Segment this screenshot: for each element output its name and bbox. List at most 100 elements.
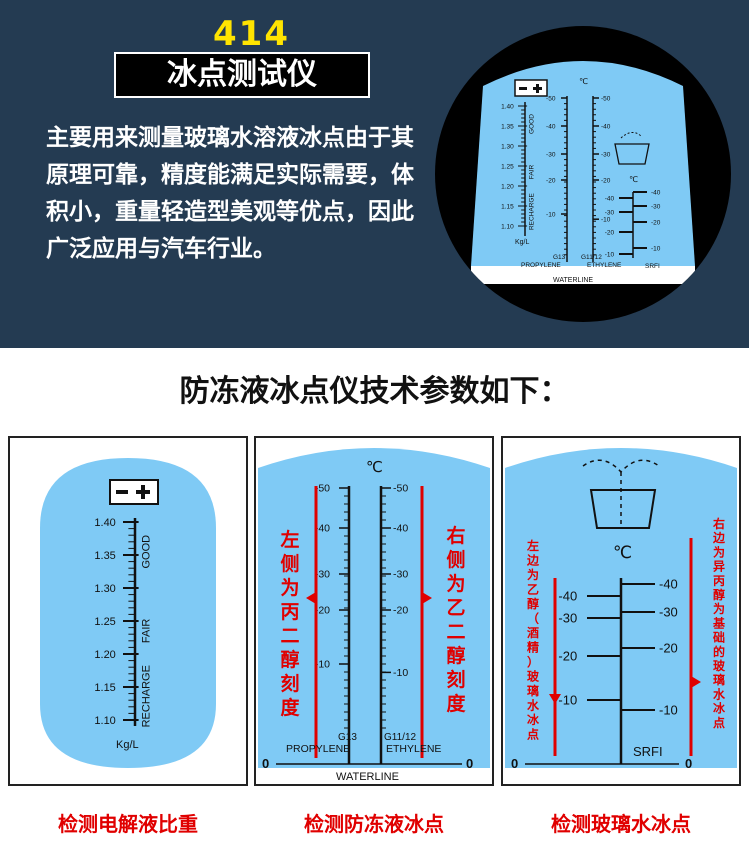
propylene-note: 刻 [280, 672, 299, 695]
ethylene-tick-label: -10 [393, 667, 408, 679]
propylene-note: 二 [280, 626, 299, 647]
ethanol-tick-label: -30 [605, 209, 615, 216]
ethylene-tick-label: -20 [601, 177, 611, 184]
propylene-tick-label: -20 [315, 605, 330, 617]
gravity-tick-label: 1.40 [94, 517, 115, 529]
propylene-tick-label: -30 [546, 151, 556, 158]
propylene-note: 醇 [280, 648, 299, 671]
ethanol-tick-label: -10 [558, 693, 577, 708]
ethylene-tick-label: -10 [601, 216, 611, 223]
ethanol-tick-label: -40 [605, 195, 615, 202]
model-number: 414 [213, 14, 290, 54]
propylene-note: 侧 [280, 553, 299, 575]
isopropanol-tick-label: -10 [651, 245, 661, 252]
gravity-zone-label: GOOD [528, 114, 535, 134]
gravity-tick-label: 1.40 [501, 103, 514, 110]
svg-text:0: 0 [466, 756, 473, 771]
svg-text:SRFI: SRFI [633, 744, 663, 759]
isopropanol-note: 右 [712, 516, 725, 531]
isopropanol-note: 为 [713, 601, 725, 616]
svg-text:℃: ℃ [629, 175, 638, 184]
propylene-tick-label: -10 [315, 659, 330, 671]
isopropanol-note: 冰 [713, 701, 726, 716]
ethylene-note: 为 [446, 572, 465, 595]
gravity-zone-label: FAIR [528, 164, 535, 179]
gravity-tick-label: 1.15 [501, 203, 514, 210]
gravity-tick-label: 1.25 [501, 163, 514, 170]
ethylene-note: 刻 [446, 668, 465, 691]
isopropanol-note: 水 [713, 686, 726, 701]
caption-antifreeze: 检测防冻液冰点 [304, 812, 444, 836]
svg-text:G11/12: G11/12 [384, 732, 416, 743]
ethanol-tick-label: -40 [558, 589, 577, 604]
ethanol-tick-label: -20 [605, 229, 615, 236]
svg-text:G11/12: G11/12 [581, 254, 602, 261]
ethanol-note: 点 [527, 727, 539, 742]
gravity-tick-label: 1.10 [94, 715, 115, 727]
isopropanol-tick-label: -30 [651, 203, 661, 210]
gravity-zone-label: RECHARGE [528, 193, 535, 231]
product-description: 主要用来测量玻璃水溶液冰点由于其原理可靠，精度能满足实际需要，体积小，重量轻造型… [46, 125, 414, 262]
ethanol-note: ） [527, 654, 539, 669]
isopropanol-tick-label: -40 [651, 189, 661, 196]
svg-text:℃: ℃ [579, 77, 588, 86]
isopropanol-note: 丙 [713, 574, 725, 588]
gravity-tick-label: 1.35 [94, 550, 115, 562]
gravity-tick-label: 1.30 [94, 583, 115, 595]
caption-washer: 检测玻璃水冰点 [551, 812, 691, 836]
antifreeze-panel: ℃ -50-40-30-20-10-50-40-30-20-10 左侧为丙二醇刻… [254, 436, 494, 786]
gravity-tick-label: 1.20 [94, 649, 115, 661]
svg-text:WATERLINE: WATERLINE [553, 277, 593, 284]
gravity-unit: Kg/L [116, 739, 139, 751]
ethanol-tick-label: -20 [558, 649, 577, 664]
isopropanol-tick-label: -10 [659, 703, 678, 718]
gravity-tick-label: 1.35 [501, 123, 514, 130]
propylene-note: 度 [280, 696, 300, 719]
ethanol-note: 玻 [527, 669, 540, 684]
waterline-label: WATERLINE [336, 771, 399, 783]
ethylene-tick-label: -50 [393, 483, 408, 495]
svg-text:0: 0 [262, 756, 269, 771]
ethylene-note: 右 [445, 524, 465, 547]
svg-text:G13: G13 [553, 254, 566, 261]
ethylene-tick-label: -40 [601, 123, 611, 130]
gravity-zone-label: RECHARGE [140, 665, 152, 727]
gravity-tick-label: 1.10 [501, 223, 514, 230]
propylene-tick-label: -40 [546, 123, 556, 130]
isopropanol-tick-label: -20 [659, 641, 678, 656]
gravity-tick-label: 1.20 [501, 183, 514, 190]
product-name: 冰点测试仪 [114, 52, 370, 98]
svg-text:SRFI: SRFI [645, 263, 660, 270]
isopropanol-tick-label: -30 [659, 605, 678, 620]
ethanol-note: 璃 [527, 683, 539, 698]
gravity-tick-label: 1.25 [94, 616, 115, 628]
svg-text:ETHYLENE: ETHYLENE [587, 262, 622, 269]
section-title: 防冻液冰点仪技术参数如下： [179, 374, 570, 409]
gravity-zone-label: GOOD [140, 535, 152, 569]
propylene-tick-label: -20 [546, 177, 556, 184]
ethanol-tick-label: -10 [605, 251, 615, 258]
isopropanol-note: 璃 [713, 672, 725, 687]
isopropanol-note: 为 [713, 544, 725, 559]
caption-battery: 检测电解液比重 [58, 812, 198, 836]
gravity-zone-label: FAIR [140, 619, 152, 644]
ethylene-tick-label: -30 [393, 569, 408, 581]
ethanol-note: 为 [527, 567, 539, 582]
ethylene-note: 二 [446, 622, 465, 643]
header-banner: 414 冰点测试仪 主要用来测量玻璃水溶液冰点由于其原理可靠，精度能满足实际需要… [0, 0, 749, 348]
ethanol-note: 水 [527, 698, 540, 713]
ethylene-note: 侧 [446, 549, 465, 571]
ethanol-note: （ [527, 611, 539, 626]
ethanol-note: 边 [526, 553, 540, 568]
isopropanol-tick-label: -40 [659, 577, 678, 592]
propylene-tick-label: -30 [315, 569, 330, 581]
celsius-label: ℃ [366, 459, 383, 476]
isopropanol-note: 基 [712, 615, 726, 630]
ethylene-tick-label: -40 [393, 523, 408, 535]
ethylene-note: 乙 [446, 598, 465, 619]
ethanol-tick-label: -30 [558, 611, 577, 626]
svg-text:Kg/L: Kg/L [515, 239, 530, 246]
svg-text:0: 0 [685, 756, 692, 771]
isopropanol-note: 的 [713, 644, 725, 659]
svg-text:0: 0 [511, 756, 518, 771]
